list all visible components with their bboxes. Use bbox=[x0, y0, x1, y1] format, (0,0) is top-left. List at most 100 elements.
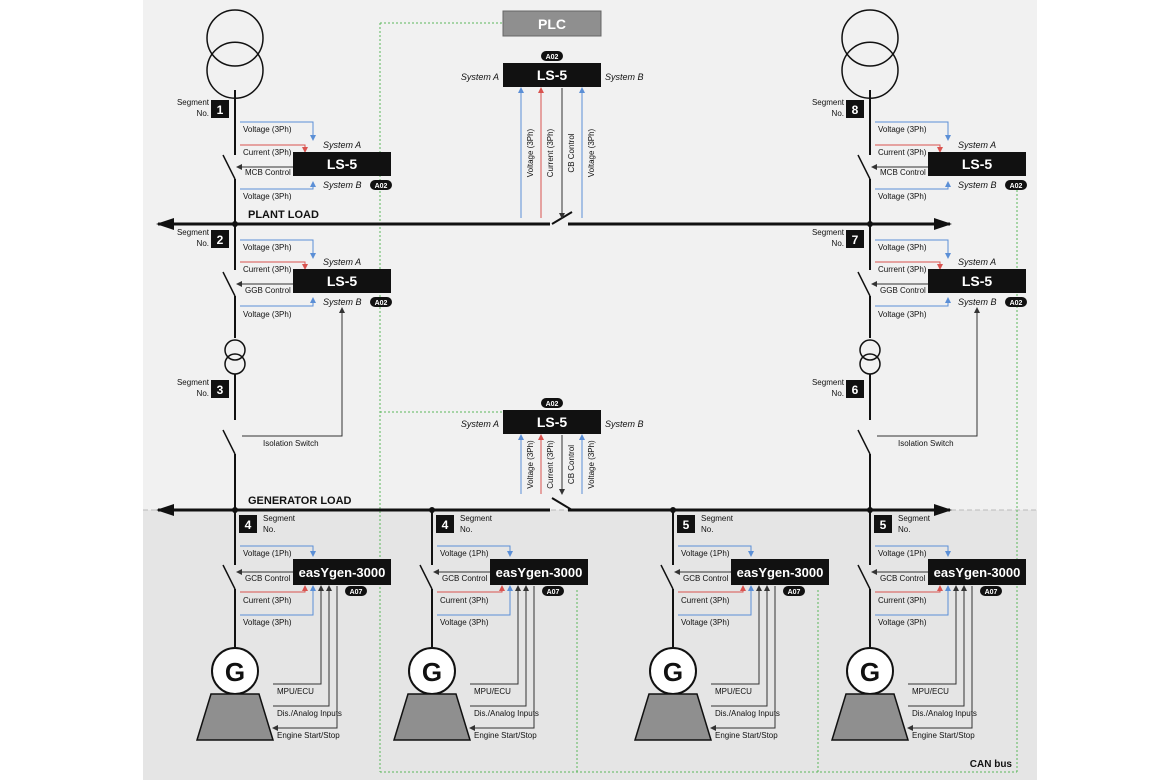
voltage-3ph-label: Voltage (3Ph) bbox=[243, 618, 292, 627]
segment-no-label: No. bbox=[898, 525, 910, 534]
voltage-1ph-label: Voltage (1Ph) bbox=[681, 549, 730, 558]
gcb-control-label: GCB Control bbox=[442, 574, 488, 583]
device-tag-badge bbox=[542, 586, 564, 596]
easygen-device-label: easYgen-3000 bbox=[496, 565, 583, 580]
generator-load-label: GENERATOR LOAD bbox=[248, 495, 352, 507]
segment-label: Segment bbox=[177, 98, 210, 107]
transformer-upper-coil bbox=[224, 339, 246, 361]
voltage-3ph-signal-line bbox=[875, 239, 951, 259]
breaker-contact bbox=[222, 564, 236, 590]
isolation-switch-feedback bbox=[242, 307, 345, 437]
voltage-3ph-label: Voltage (3Ph) bbox=[878, 618, 927, 627]
segment-no-label: No. bbox=[460, 525, 472, 534]
breaker-contact bbox=[857, 429, 871, 455]
system-b-label: System B bbox=[605, 419, 644, 429]
segment-no-label: No. bbox=[832, 109, 844, 118]
voltage-1ph-label: Voltage (1Ph) bbox=[878, 549, 927, 558]
easygen-device-box bbox=[928, 559, 1026, 585]
system-a-label: System A bbox=[323, 257, 361, 267]
segment-number-badge bbox=[211, 380, 229, 398]
voltage-3ph-label: Voltage (3Ph) bbox=[587, 440, 596, 489]
voltage-3ph-label: Voltage (3Ph) bbox=[526, 440, 535, 489]
segment-no-label: No. bbox=[832, 239, 844, 248]
segment-number-badge bbox=[211, 100, 229, 118]
current-3ph-signal-line bbox=[240, 261, 308, 270]
device-tag-badge bbox=[783, 586, 805, 596]
voltage-1ph-signal-line bbox=[437, 545, 513, 557]
segment-number-badge bbox=[846, 380, 864, 398]
device-tag-label: A02 bbox=[546, 54, 559, 61]
voltage-3ph-signal-line bbox=[875, 585, 951, 616]
voltage-3ph-label: Voltage (3Ph) bbox=[878, 310, 927, 319]
segment-no-label: No. bbox=[197, 389, 209, 398]
mpu-ecu-signal-line bbox=[470, 585, 521, 685]
engine-start-stop-signal-line bbox=[469, 586, 535, 731]
segment-label: Segment bbox=[812, 228, 845, 237]
breaker-contact bbox=[857, 271, 871, 297]
segment-no-label: No. bbox=[197, 109, 209, 118]
analog-inputs-signal-line bbox=[470, 585, 529, 707]
engine-start-stop-label: Engine Start/Stop bbox=[912, 731, 975, 740]
device-tag-label: A02 bbox=[375, 183, 388, 190]
device-tag-label: A07 bbox=[547, 589, 560, 596]
device-tag-label: A07 bbox=[985, 589, 998, 596]
segment-label: Segment bbox=[898, 514, 931, 523]
breaker-contact bbox=[222, 154, 236, 180]
segment-label: Segment bbox=[812, 378, 845, 387]
dis-analog-inputs-label: Dis./Analog Inputs bbox=[912, 709, 977, 718]
ls5-device-box bbox=[928, 269, 1026, 293]
engine-start-stop-label: Engine Start/Stop bbox=[715, 731, 778, 740]
voltage-1ph-label: Voltage (1Ph) bbox=[440, 549, 489, 558]
engine-body bbox=[392, 693, 472, 741]
device-tag-label: A02 bbox=[1010, 183, 1023, 190]
easygen-device-box bbox=[293, 559, 391, 585]
voltage-1ph-signal-line bbox=[678, 545, 754, 557]
ls5-device-label: LS-5 bbox=[962, 273, 993, 289]
system-b-label: System B bbox=[958, 297, 997, 307]
easygen-device-box bbox=[731, 559, 829, 585]
easygen-device-label: easYgen-3000 bbox=[737, 565, 824, 580]
system-b-label: System B bbox=[958, 180, 997, 190]
device-tag-label: A02 bbox=[1010, 300, 1023, 307]
current-3ph-label: Current (3Ph) bbox=[440, 596, 489, 605]
system-a-label: System A bbox=[323, 140, 361, 150]
segment-number: 3 bbox=[217, 383, 224, 397]
mpu-ecu-label: MPU/ECU bbox=[912, 687, 949, 696]
generator-symbol: G bbox=[663, 657, 683, 687]
segment-number: 1 bbox=[217, 103, 224, 117]
transformer-upper-coil bbox=[206, 9, 264, 67]
segment-number-badge bbox=[874, 515, 892, 533]
easygen-device-label: easYgen-3000 bbox=[934, 565, 1021, 580]
ls5-device-box bbox=[293, 269, 391, 293]
voltage-1ph-signal-line bbox=[240, 545, 316, 557]
segment-label: Segment bbox=[263, 514, 296, 523]
ls5-device-box bbox=[293, 152, 391, 176]
segment-number-badge bbox=[239, 515, 257, 533]
segment-number: 4 bbox=[442, 518, 449, 532]
segment-number: 5 bbox=[683, 518, 690, 532]
segment-no-label: No. bbox=[832, 389, 844, 398]
engine-body bbox=[830, 693, 910, 741]
device-tag-badge bbox=[541, 51, 563, 61]
device-tag-label: A02 bbox=[375, 300, 388, 307]
transformer-upper-coil bbox=[859, 339, 881, 361]
voltage-3ph-signal-line bbox=[240, 297, 316, 307]
plc-box bbox=[502, 10, 602, 37]
device-tag-badge bbox=[1005, 297, 1027, 307]
ls5-device-label: LS-5 bbox=[327, 273, 358, 289]
easygen-device-box bbox=[490, 559, 588, 585]
device-tag-badge bbox=[541, 398, 563, 408]
device-tag-badge bbox=[345, 586, 367, 596]
generator-load-tie-breaker bbox=[551, 497, 573, 511]
system-a-label: System A bbox=[461, 419, 499, 429]
engine-body bbox=[195, 693, 275, 741]
voltage-1ph-label: Voltage (1Ph) bbox=[243, 549, 292, 558]
current-3ph-signal-line bbox=[875, 585, 943, 593]
ls5-device-label: LS-5 bbox=[962, 156, 993, 172]
engine-start-stop-label: Engine Start/Stop bbox=[474, 731, 537, 740]
easygen-device-label: easYgen-3000 bbox=[299, 565, 386, 580]
voltage-3ph-signal-line bbox=[875, 297, 951, 307]
